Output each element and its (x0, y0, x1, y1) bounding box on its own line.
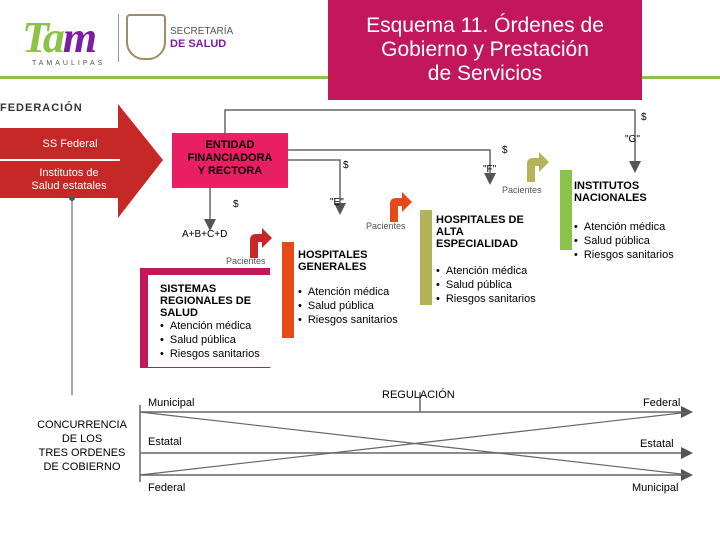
pacientes-arrow-orange (390, 192, 412, 222)
pacientes-label-1: Pacientes (226, 256, 266, 266)
flow-line-f (288, 149, 496, 185)
institutos-title: INSTITUTOS NACIONALES (574, 180, 647, 204)
e-label: "E" (330, 197, 344, 208)
list-item: Riesgos sanitarios (574, 248, 694, 262)
dollar-f-label: $ (502, 145, 508, 156)
pacientes-label-2: Pacientes (366, 221, 406, 231)
tamaulipas-logo: Tam (22, 13, 97, 62)
list-item: Salud pública (436, 278, 560, 292)
list-item: Atención médica (436, 264, 560, 278)
pacientes-arrow-red (250, 228, 272, 258)
institutos-nacionales-block: INSTITUTOS NACIONALES Atención médica Sa… (574, 180, 694, 262)
federacion-label: FEDERACIÓN (0, 102, 83, 114)
institutos-estatales-label: Institutos de Salud estatales (31, 167, 107, 192)
abcd-label: A+B+C+D (182, 229, 228, 240)
list-item: Salud pública (160, 333, 280, 347)
estatal-right-label: Estatal (640, 438, 674, 450)
pacientes-arrow-olive (527, 152, 549, 182)
hospitales-alta-title: HOSPITALES DE ALTA ESPECIALIDAD (436, 214, 524, 250)
seal-icon (126, 14, 166, 60)
hospitales-alta-list: Atención médica Salud pública Riesgos sa… (436, 264, 560, 306)
flow-line-d (288, 159, 346, 215)
hospitales-generales-bar (282, 242, 294, 338)
estatal-left-label: Estatal (148, 436, 182, 448)
hospitales-alta-bar (420, 210, 432, 305)
federal-right-label: Federal (643, 397, 681, 409)
sistemas-title: SISTEMAS REGIONALES DE SALUD (160, 283, 252, 319)
list-item: Salud pública (298, 299, 418, 313)
institutos-list: Atención médica Salud pública Riesgos sa… (574, 220, 694, 262)
list-item: Riesgos sanitarios (298, 313, 418, 327)
dollar-g-label: $ (641, 112, 647, 123)
page-title: Esquema 11. Órdenes de Gobierno y Presta… (366, 14, 604, 85)
sistemas-regionales-block: SISTEMAS REGIONALES DE SALUD Atención mé… (160, 283, 280, 361)
regulacion-label: REGULACIÓN (382, 389, 455, 401)
hospitales-generales-title: HOSPITALES GENERALES (298, 249, 368, 273)
cross-line-2 (139, 411, 691, 476)
hospitales-generales-list: Atención médica Salud pública Riesgos sa… (298, 285, 418, 327)
sistemas-list: Atención médica Salud pública Riesgos sa… (160, 319, 280, 361)
g-label: "G" (625, 134, 640, 145)
list-item: Salud pública (574, 234, 694, 248)
municipal-right-label: Municipal (632, 482, 679, 494)
institutos-bar (560, 170, 572, 250)
list-item: Atención médica (298, 285, 418, 299)
list-item: Atención médica (574, 220, 694, 234)
list-item: Riesgos sanitarios (436, 292, 560, 306)
municipal-left-label: Municipal (148, 397, 195, 409)
federal-left-label: Federal (148, 482, 186, 494)
dollar-e-label: $ (343, 160, 349, 171)
logo-subtitle: TAMAULIPAS (32, 60, 106, 67)
hospitales-alta-block: HOSPITALES DE ALTA ESPECIALIDAD Atención… (436, 214, 560, 306)
pacientes-label-3: Pacientes (502, 185, 542, 195)
dollar-d-label: $ (233, 199, 239, 210)
concurrencia-label: CONCURRENCIA DE LOS TRES ORDENES DE COBI… (37, 419, 127, 473)
connector-dot (69, 195, 75, 201)
hospitales-generales-block: HOSPITALES GENERALES Atención médica Sal… (298, 249, 418, 327)
list-item: Atención médica (160, 319, 280, 333)
title-box (328, 0, 642, 100)
flow-line-g (224, 109, 641, 173)
logo-divider (118, 14, 119, 62)
list-item: Riesgos sanitarios (160, 347, 280, 361)
entidad-financiadora-box: ENTIDAD FINANCIADORA Y RECTORA (172, 133, 288, 188)
ss-federal-label: SS Federal (42, 138, 98, 150)
f-label: "F" (483, 164, 497, 175)
